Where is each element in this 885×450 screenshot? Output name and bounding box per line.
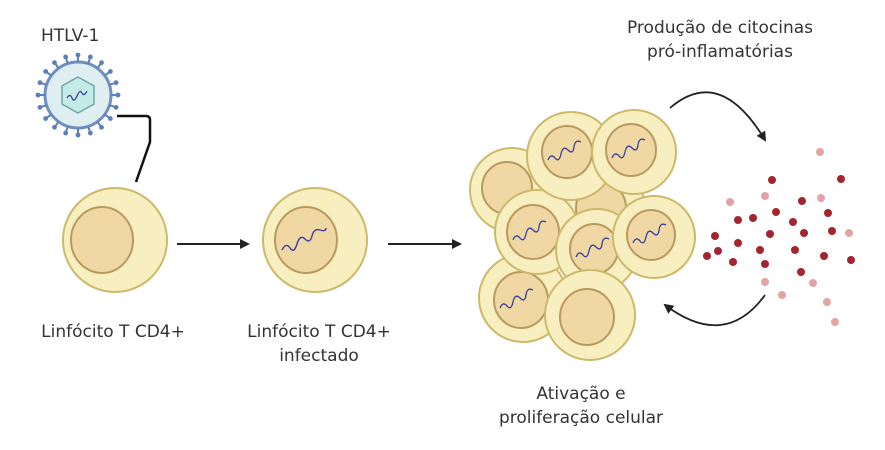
cytokine-dot xyxy=(761,192,769,200)
cytokine-dot xyxy=(817,194,825,202)
cytokine-dot xyxy=(845,229,853,237)
cytokine-dot xyxy=(734,239,742,247)
infected-cd4-t-cell xyxy=(262,187,368,293)
arrow-feedback-to-cells xyxy=(663,294,766,327)
cytokine-dot xyxy=(820,252,828,260)
cytokine-dot xyxy=(791,246,799,254)
cluster-cell xyxy=(591,109,677,195)
htlv1-virus-icon xyxy=(35,52,121,138)
label-activation-proliferation: Ativação e proliferação celular xyxy=(498,384,664,428)
cytokine-dot xyxy=(778,291,786,299)
cytokine-particles xyxy=(703,148,855,326)
cytokine-dot xyxy=(847,256,855,264)
cytokine-dot xyxy=(714,247,722,255)
cytokine-dot xyxy=(837,175,845,183)
cytokine-dot xyxy=(831,318,839,326)
cytokine-dot xyxy=(761,278,769,286)
cytokine-dot xyxy=(734,216,742,224)
proliferating-cell-cluster xyxy=(469,109,696,361)
cluster-cell xyxy=(526,111,616,201)
cluster-cell xyxy=(544,269,636,361)
cluster-cell xyxy=(612,195,696,279)
arrow-to-cytokines xyxy=(669,91,767,142)
cytokine-dot xyxy=(703,252,711,260)
cytokine-dot xyxy=(726,198,734,206)
cytokine-dot xyxy=(798,197,806,205)
cytokine-dot xyxy=(800,229,808,237)
label-cytokine-production: Produção de citocinas pró-inflamatórias xyxy=(626,18,813,62)
label-virus: HTLV-1 xyxy=(41,26,100,46)
cd4-t-cell xyxy=(62,187,168,293)
label-cd4-cell: Linfócito T CD4+ xyxy=(41,322,185,342)
cytokine-dot xyxy=(789,218,797,226)
cytokine-dot xyxy=(797,268,805,276)
cytokine-dot xyxy=(711,232,719,240)
cytokine-dot xyxy=(756,246,764,254)
label-infected-cell: Linfócito T CD4+ infectado xyxy=(247,322,391,366)
cytokine-dot xyxy=(749,214,757,222)
cytokine-dot xyxy=(766,230,774,238)
cytokine-dot xyxy=(761,260,769,268)
cytokine-dot xyxy=(816,148,824,156)
cytokine-dot xyxy=(729,258,737,266)
cytokine-dot xyxy=(772,208,780,216)
cytokine-dot xyxy=(809,279,817,287)
cytokine-dot xyxy=(824,209,832,217)
cytokine-dot xyxy=(828,227,836,235)
virus-attachment-line xyxy=(117,114,152,183)
cytokine-dot xyxy=(823,298,831,306)
cytokine-dot xyxy=(768,176,776,184)
